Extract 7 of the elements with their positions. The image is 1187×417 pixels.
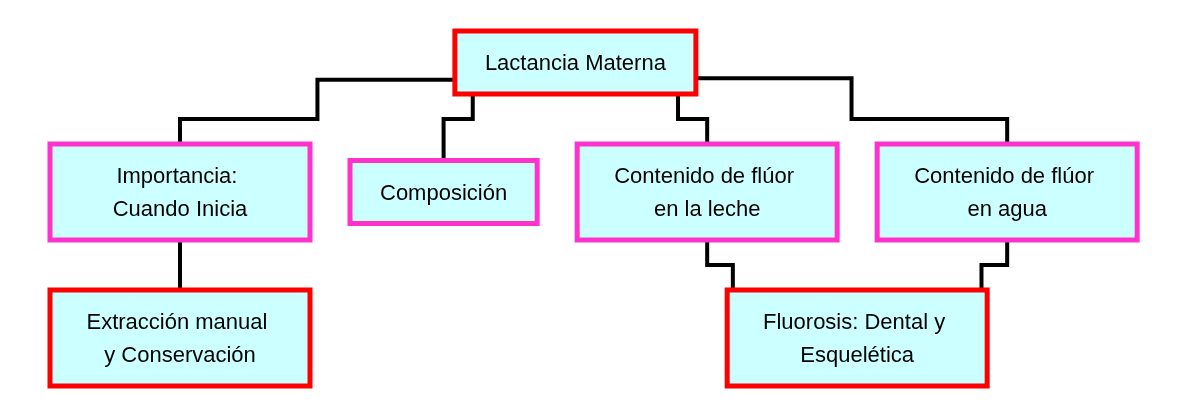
node-box: Contenido de flúor en la leche (574, 141, 840, 243)
node-box: Fluorosis: Dental y Esquelética (724, 287, 990, 389)
node-box: Contenido de flúor en agua (874, 141, 1140, 243)
node-box: Importancia: Cuando Inicia (47, 141, 313, 243)
node-box: Extracción manual y Conservación (47, 287, 313, 389)
node-box: Lactancia Materna (452, 28, 699, 97)
node-box: Composición (347, 158, 540, 226)
